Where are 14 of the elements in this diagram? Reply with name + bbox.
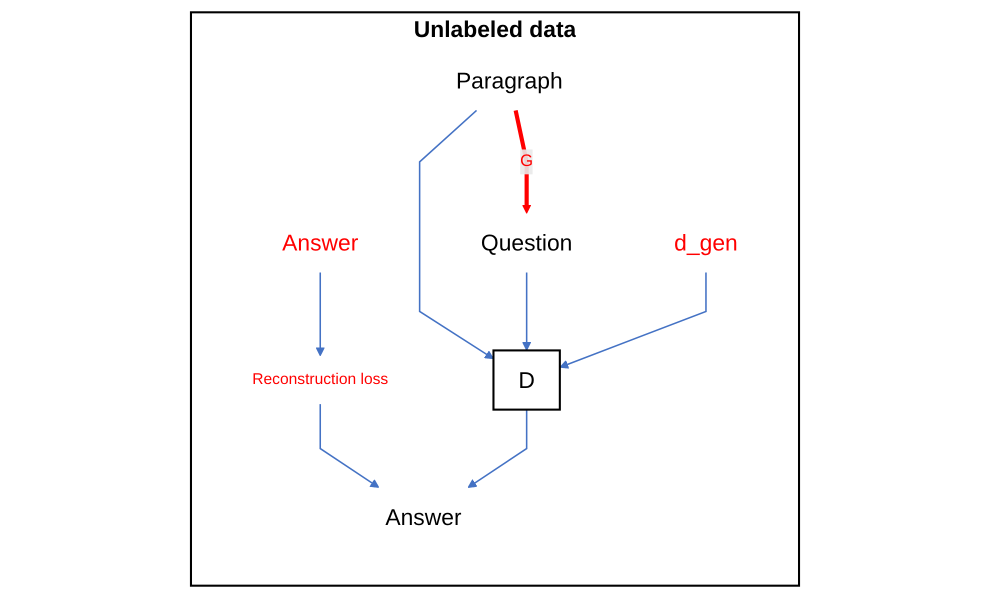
arrow <box>559 272 707 369</box>
arrow <box>316 272 325 356</box>
arrow <box>522 272 532 351</box>
arrow <box>468 410 528 488</box>
node-box: D <box>492 349 561 411</box>
arrow <box>418 110 494 360</box>
node-text: Question <box>480 230 572 256</box>
node-text: d_gen <box>674 230 738 256</box>
arrow <box>319 404 380 488</box>
node-text: Answer <box>282 230 358 256</box>
node-text: Answer <box>385 504 462 530</box>
node-text: Reconstruction loss <box>252 370 388 388</box>
edge-label: G <box>520 152 534 170</box>
node-text: Paragraph <box>456 68 563 94</box>
